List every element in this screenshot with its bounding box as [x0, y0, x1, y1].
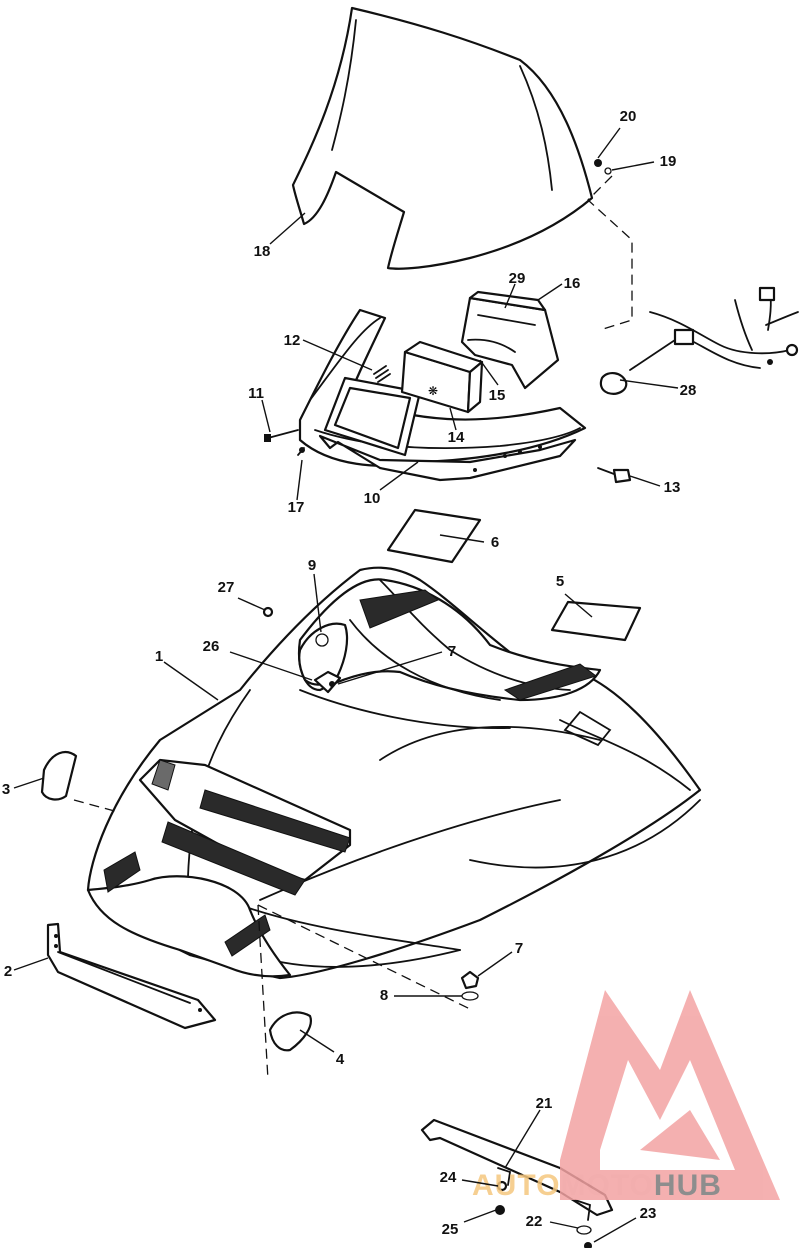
callout-28: 28 — [680, 382, 697, 399]
callout-25: 25 — [442, 1221, 459, 1238]
headlight-unit: ❋ — [400, 340, 484, 414]
hood — [86, 566, 702, 980]
washer-22 — [576, 1225, 592, 1235]
callout-11: 11 — [248, 385, 264, 402]
callout-7-upper: 7 — [448, 643, 456, 660]
pad-4 — [268, 1011, 312, 1052]
callout-7-lower: 7 — [515, 940, 523, 957]
callout-10: 10 — [364, 490, 381, 507]
callout-22: 22 — [526, 1213, 543, 1230]
callout-26: 26 — [203, 638, 220, 655]
pad-5 — [550, 600, 642, 642]
watermark-auto: AUTO — [472, 1169, 560, 1202]
callout-18: 18 — [254, 243, 271, 260]
screw-27 — [262, 606, 274, 618]
bolt-13 — [597, 467, 632, 484]
knob-28 — [599, 372, 628, 395]
nut-7-lower — [460, 970, 480, 990]
nut-20 — [594, 159, 602, 167]
headlight-housing — [298, 308, 587, 482]
callout-2: 2 — [4, 963, 12, 980]
watermark-logo: AUTOMOTOHUB — [472, 990, 780, 1202]
callout-8: 8 — [380, 987, 388, 1004]
svg-text:AUTOMOTOHUB: AUTOMOTOHUB — [472, 1169, 722, 1202]
callout-21: 21 — [536, 1095, 553, 1112]
wiring-harness — [629, 286, 799, 371]
callout-13: 13 — [664, 479, 681, 496]
callout-14: 14 — [448, 429, 465, 446]
callout-19: 19 — [660, 153, 677, 170]
callout-15: 15 — [489, 387, 506, 404]
watermark-moto: MOTO — [560, 1169, 653, 1202]
callout-24: 24 — [440, 1169, 457, 1186]
screw-11 — [264, 429, 299, 442]
spring-part — [373, 365, 391, 383]
washer-19 — [604, 167, 612, 175]
callout-17: 17 — [288, 499, 305, 516]
callout-23: 23 — [640, 1205, 657, 1222]
windshield — [291, 6, 594, 270]
washer-25 — [495, 1205, 505, 1215]
screw-17 — [297, 447, 305, 456]
nut-23 — [584, 1242, 592, 1248]
callout-4: 4 — [336, 1051, 345, 1068]
watermark-hub: HUB — [654, 1169, 722, 1202]
callout-16: 16 — [564, 275, 581, 292]
callout-12: 12 — [284, 332, 301, 349]
callout-3: 3 — [2, 781, 10, 798]
washer-8 — [461, 991, 479, 1001]
pad-6 — [386, 508, 482, 564]
callout-9: 9 — [308, 557, 316, 574]
bracket-2 — [46, 922, 217, 1030]
callout-20: 20 — [620, 108, 637, 125]
leader-lines — [13, 127, 679, 1243]
callout-5: 5 — [556, 573, 564, 590]
callout-29: 29 — [509, 270, 526, 287]
svg-text:❋: ❋ — [428, 384, 438, 398]
callout-27: 27 — [218, 579, 235, 596]
callout-6: 6 — [491, 534, 499, 551]
callout-labels: 20 19 18 29 16 12 15 28 11 14 13 10 17 6… — [2, 108, 697, 1238]
callout-1: 1 — [155, 648, 163, 665]
pad-3 — [40, 751, 78, 801]
